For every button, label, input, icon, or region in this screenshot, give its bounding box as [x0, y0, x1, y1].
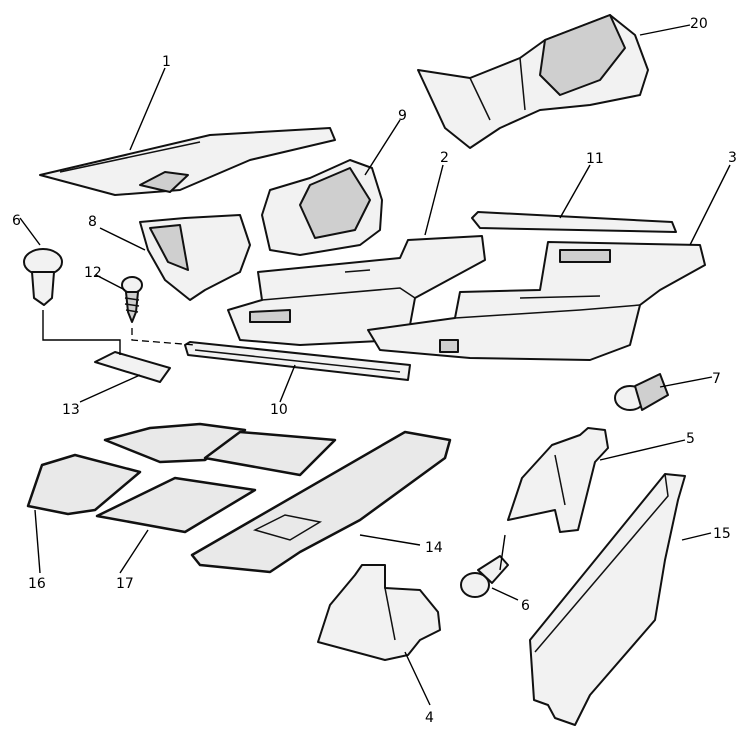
- callout-4: 4: [425, 710, 434, 726]
- callout-11: 11: [586, 151, 604, 167]
- part-14-carpet-strip: [190, 430, 452, 574]
- callout-9: 9: [398, 108, 407, 124]
- part-12-screw: [121, 276, 143, 323]
- part-9-heel-panel: [261, 159, 383, 256]
- callout-5: 5: [686, 431, 695, 447]
- leader-lines: [19, 24, 731, 706]
- callout-2: 2: [440, 150, 449, 166]
- part-20-rear-panel: [417, 14, 649, 149]
- part-13-plate: [94, 351, 171, 383]
- callout-15: 15: [713, 526, 731, 542]
- alignment-line-screw: [131, 328, 196, 346]
- part-16-carpet-mat: [26, 453, 142, 516]
- part-4-wheel-arch-cover-front: [317, 564, 441, 661]
- part-8-side-panel: [139, 214, 251, 301]
- part-17-carpet-mat-rear: [95, 476, 257, 534]
- part-17-carpet-mat-front-right: [203, 430, 337, 477]
- part-1-floor-insulation: [39, 127, 336, 196]
- alignment-line-left: [42, 310, 121, 355]
- part-5-wheel-arch-cover: [507, 427, 609, 533]
- callout-6-lower: 6: [521, 598, 530, 614]
- callout-7: 7: [712, 371, 721, 387]
- callout-6-upper: 6: [12, 213, 21, 229]
- part-10-sill-cover: [184, 341, 411, 381]
- callout-17: 17: [116, 576, 134, 592]
- part-2-front-floor-pan: [227, 235, 486, 346]
- part-3-rear-floor-pan: [367, 241, 706, 361]
- callout-10: 10: [270, 402, 288, 418]
- callout-16: 16: [28, 576, 46, 592]
- part-17-carpet-mat-front-left: [103, 422, 247, 464]
- callout-12: 12: [84, 265, 102, 281]
- callout-20: 20: [690, 16, 708, 32]
- part-6-push-fastener-upper: [23, 248, 63, 306]
- part-11-sill-strip: [471, 211, 677, 233]
- callout-13: 13: [62, 402, 80, 418]
- callout-14: 14: [425, 540, 443, 556]
- part-15-side-trim-board: [529, 473, 686, 726]
- part-7-grommet: [614, 373, 669, 411]
- callout-3: 3: [728, 150, 737, 166]
- callout-8: 8: [88, 214, 97, 230]
- callout-1: 1: [162, 54, 171, 70]
